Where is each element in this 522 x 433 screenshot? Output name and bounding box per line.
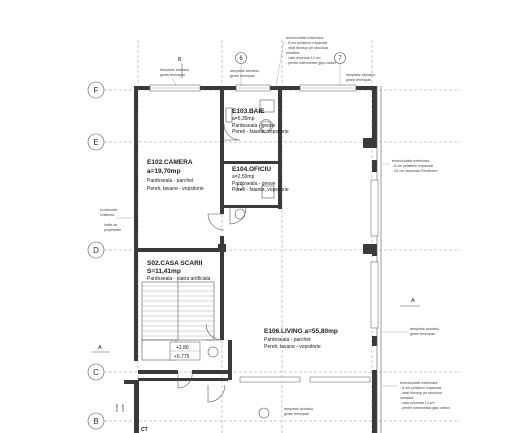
svg-text:- 8 cm polistiren expandat: - 8 cm polistiren expandat <box>392 164 433 168</box>
svg-text:7: 7 <box>338 56 342 62</box>
svg-text:- 8 cm polistiren expandat: - 8 cm polistiren expandat <box>286 41 327 45</box>
grid-label-d: D <box>93 246 99 255</box>
room-e106-name: E106.LIVING a=55,80mp <box>264 328 338 335</box>
svg-text:termoizolatie exterioara: termoizolatie exterioara <box>400 381 437 385</box>
room-e103-name: E103.BAIE <box>232 108 265 115</box>
room-e104-walls: Pereti - faianta, vopsitorie <box>232 187 289 193</box>
marker-7: 7 <box>334 52 346 86</box>
room-e102-walls: Pereti, tavane - vopsitorie <box>147 186 204 192</box>
note-vertical-left: limita curte <box>115 404 125 412</box>
note-left-limit: limita de proprietate <box>104 223 121 232</box>
note-bottom-center: tamplarie aluminiu, geam termopan <box>284 407 314 416</box>
room-s02-area: S=11,41mp <box>147 268 181 275</box>
room-e104-floor: Pardoseala - gresie <box>232 181 276 187</box>
svg-text:- strat fibrotop pe structura: - strat fibrotop pe structura <box>400 391 442 395</box>
grid-label-f: F <box>94 86 99 95</box>
svg-text:tamplarie aluminiu,: tamplarie aluminiu, <box>346 73 376 77</box>
room-e104-area: a=2,50mp <box>232 174 255 180</box>
section-mark-a-left: A <box>92 345 110 353</box>
level-top: +2.80 <box>176 345 189 351</box>
svg-text:A: A <box>411 298 415 304</box>
level-bottom: +5.775 <box>174 354 190 360</box>
room-e104-name: E104.OFICIU <box>232 166 271 173</box>
grid-axes: F E D C B <box>87 40 460 433</box>
doors <box>177 123 247 403</box>
svg-text:CT: CT <box>141 427 148 433</box>
note-ct: CT <box>141 427 148 433</box>
svg-text:- vata minerala 10 cm: - vata minerala 10 cm <box>286 56 321 60</box>
grid-bubble-d: D <box>87 241 105 259</box>
note-wall-top: termoizolatie exterioara - 8 cm polistir… <box>275 36 336 87</box>
note-wall-right: termoizolatie exterioara - 8 cm polistir… <box>382 159 438 173</box>
grid-bubble-c: C <box>87 363 105 381</box>
svg-text:- 20 cm caramida Porotherm: - 20 cm caramida Porotherm <box>392 169 438 173</box>
room-e102: E102.CAMERA a=19,70mp Pardoseala - parch… <box>147 159 204 192</box>
svg-text:B: B <box>178 57 182 63</box>
svg-text:termoizolatie exterioara: termoizolatie exterioara <box>392 159 429 163</box>
grid-label-e: E <box>93 138 98 147</box>
grid-label-b: B <box>93 417 98 426</box>
svg-text:metalica: metalica <box>286 51 299 55</box>
grid-bubble-b: B <box>87 412 105 430</box>
room-s02-name: S02.CASA SCARII <box>147 260 203 267</box>
room-e106: E106.LIVING a=55,80mp Pardoseala - parch… <box>264 328 338 350</box>
svg-text:existenta: existenta <box>100 213 114 217</box>
svg-text:geam termopan: geam termopan <box>346 78 371 82</box>
bath-fixtures <box>225 99 275 199</box>
svg-text:tamplarie aluminiu,: tamplarie aluminiu, <box>410 327 440 331</box>
svg-text:- vata minerala 10 cm: - vata minerala 10 cm <box>400 401 435 405</box>
windows <box>149 84 379 383</box>
room-e106-walls: Pereti, tavane - vopsitorie <box>264 344 321 350</box>
svg-text:limita: limita <box>115 404 119 412</box>
room-e103-area: a=6,35mp <box>232 116 255 122</box>
svg-text:geam termopan: geam termopan <box>230 74 255 78</box>
svg-text:A: A <box>98 345 102 351</box>
room-s02: S02.CASA SCARII S=11,41mp Pardoseala - p… <box>147 260 211 282</box>
svg-text:metalica: metalica <box>400 396 413 400</box>
note-top-left: tamplarie aluminiu, geam termopan <box>160 68 190 87</box>
room-e103-floor: Pardoseala - gresie <box>232 123 276 129</box>
door-tag-e104 <box>234 208 246 220</box>
stair <box>141 281 215 361</box>
svg-text:tamplarie aluminiu,: tamplarie aluminiu, <box>230 69 260 73</box>
svg-text:termoizolatie exterioara: termoizolatie exterioara <box>286 36 323 40</box>
room-e102-name: E102.CAMERA <box>147 159 193 166</box>
room-e102-area: a=19,70mp <box>147 168 180 175</box>
svg-text:- perete intermediar gips cart: - perete intermediar gips carton <box>400 406 450 410</box>
room-e103-walls: Pereti - faianta, vopsitorie <box>232 129 289 135</box>
svg-text:- perete intermediar gips cart: - perete intermediar gips carton <box>286 61 336 65</box>
svg-text:geam termopan: geam termopan <box>410 332 435 336</box>
note-top-center: tamplarie aluminiu, geam termopan <box>230 69 260 78</box>
note-top-right: tamplarie aluminiu, geam termopan <box>346 73 376 82</box>
svg-text:geam termopan: geam termopan <box>284 412 309 416</box>
grid-bubble-e: E <box>87 133 105 151</box>
marker-6: 6 <box>235 52 247 86</box>
door-tag-e103 <box>259 119 273 133</box>
svg-text:6: 6 <box>239 56 243 62</box>
level-marker: +2.80 +5.775 <box>169 341 201 361</box>
svg-text:- strat fibrotop pe structura: - strat fibrotop pe structura <box>286 46 328 50</box>
note-bottom-right: termoizolatie exterioara - 8 cm polistir… <box>382 381 450 410</box>
note-right-mid: tamplarie aluminiu, geam termopan <box>382 327 440 336</box>
room-e106-floor: Pardoseala - parchet <box>264 337 311 343</box>
grid-bubble-f: F <box>87 81 105 99</box>
svg-text:limita de: limita de <box>104 223 117 227</box>
svg-text:proprietate: proprietate <box>104 228 121 232</box>
svg-text:curte: curte <box>121 404 125 412</box>
note-left-constr: constructie existenta <box>100 208 134 219</box>
svg-text:geam termopan: geam termopan <box>160 73 185 77</box>
svg-text:- 8 cm polistiren expandat: - 8 cm polistiren expandat <box>400 386 441 390</box>
room-s02-floor: Pardoseala - piatra artificiala <box>147 276 211 282</box>
svg-text:constructie: constructie <box>100 208 117 212</box>
room-e103: E103.BAIE a=6,35mp Pardoseala - gresie P… <box>232 108 289 135</box>
svg-text:tamplarie aluminiu,: tamplarie aluminiu, <box>160 68 190 72</box>
room-e102-floor: Pardoseala - parchet <box>147 178 194 184</box>
svg-text:tamplarie aluminiu,: tamplarie aluminiu, <box>284 407 314 411</box>
grid-label-c: C <box>93 368 99 377</box>
section-mark-a-right: A <box>400 298 420 307</box>
door-tag-e106 <box>207 346 270 419</box>
section-mark-b-top: B <box>178 57 183 78</box>
room-e104: E104.OFICIU a=2,50mp Pardoseala - gresie… <box>232 166 289 193</box>
